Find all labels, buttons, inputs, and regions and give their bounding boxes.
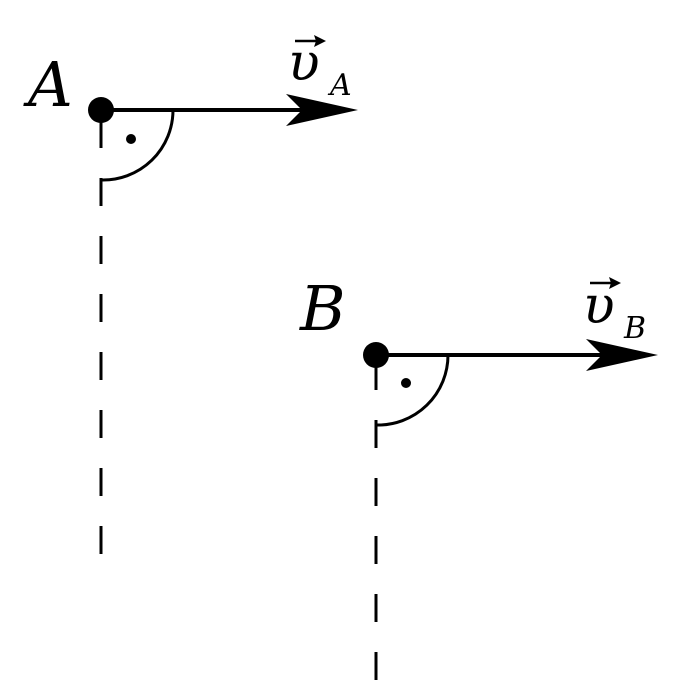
point-a-group: A υ A: [23, 33, 358, 575]
point-a-dot: [88, 97, 114, 123]
velocity-label-a-subscript: A: [327, 68, 352, 103]
velocity-label-b: υ B: [583, 276, 646, 346]
point-a-right-angle-arc: [100, 109, 175, 182]
point-b-label: B: [299, 272, 346, 345]
point-a-label: A: [23, 48, 73, 121]
velocity-label-a-symbol: υ: [288, 33, 320, 93]
point-a-right-angle-dot: [126, 134, 136, 144]
point-b-group: B υ B: [299, 272, 658, 680]
velocity-label-b-symbol: υ: [583, 276, 615, 336]
velocity-label-b-subscript: B: [623, 311, 646, 346]
velocity-label-a: υ A: [288, 33, 352, 103]
point-b-dot: [363, 342, 389, 368]
velocity-label-b-overarrow-head: [609, 277, 621, 289]
point-b-right-angle-arc: [375, 354, 450, 427]
velocity-vector-b-arrowhead: [586, 339, 658, 371]
point-b-right-angle-dot: [401, 378, 411, 388]
velocity-vector-a-arrowhead: [286, 94, 358, 126]
velocity-label-a-overarrow-head: [314, 35, 326, 47]
